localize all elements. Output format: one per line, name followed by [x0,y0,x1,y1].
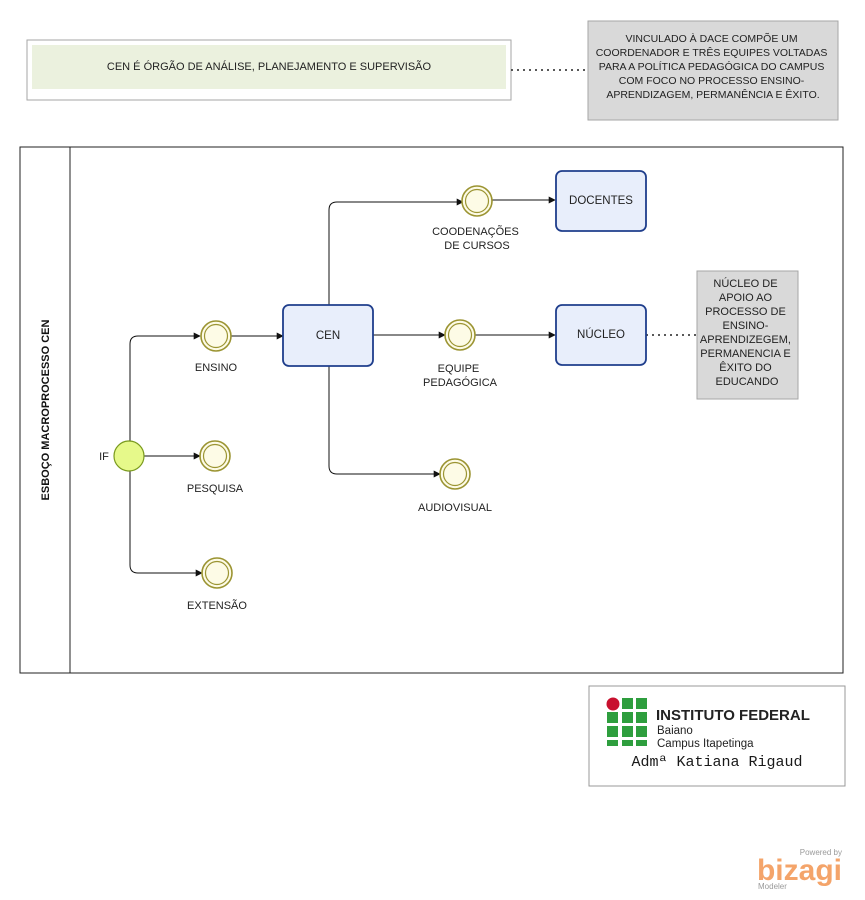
event-label-line: PESQUISA [187,483,244,495]
annotation-top-line: VINCULADO À DACE COMPÕE UM [625,32,797,45]
header-note-text: CEN É ÓRGÃO DE ANÁLISE, PLANEJAMENTO E S… [107,60,432,73]
annotation-top-line: APRENDIZAGEM, PERMANÊNCIA E ÊXITO. [606,88,819,101]
annotation-nucleo-line: PROCESSO DE [705,306,786,318]
logo-square [636,726,647,737]
task-nucleo-label: NÚCLEO [577,328,625,341]
event-inner-ring [203,323,229,349]
flow-if-ensino[interactable] [129,332,201,441]
flow-cen-coordenacoes[interactable] [328,198,464,305]
event-inner-ring [447,322,473,348]
event-label-line: COODENAÇÕES [432,225,519,238]
flow-cen-audiovisual[interactable] [328,366,441,478]
event-audiovisual[interactable]: AUDIOVISUAL [418,458,492,514]
annotation-nucleo[interactable]: NÚCLEO DE APOIO AO PROCESSO DE ENSINO- A… [696,270,799,400]
event-outer-ring [461,185,493,217]
logo-square [622,698,633,709]
event-coordenacoes[interactable]: COODENAÇÕES DE CURSOS [432,185,522,252]
event-pesquisa-label: PESQUISA [187,483,244,495]
logo-red-dot [606,697,620,711]
task-docentes-box [555,170,647,232]
logo-squares [607,698,647,746]
event-extensao[interactable]: EXTENSÃO [187,557,247,612]
annotation-top-line: COORDENADOR E TRÊS EQUIPES VOLTADAS [596,46,828,59]
watermark-product: Modeler [758,882,787,891]
event-equipe-pedagogica[interactable]: EQUIPE PEDAGÓGICA [423,319,498,389]
watermark-brand: bizagi [757,854,842,887]
event-label-line: ENSINO [195,362,238,374]
event-label-line: EQUIPE [438,363,480,375]
task-nucleo-box [555,304,647,366]
logo-square [607,726,618,737]
event-outer-ring [439,458,471,490]
flow-if-extensao[interactable] [129,471,203,577]
start-event-label: IF [99,451,109,463]
annotation-top-text: VINCULADO À DACE COMPÕE UM COORDENADOR E… [596,32,831,101]
event-outer-ring [200,320,232,352]
annotation-top[interactable]: VINCULADO À DACE COMPÕE UM COORDENADOR E… [587,20,839,121]
logo-square [622,726,633,737]
logo-line-2: Campus Itapetinga [657,738,754,750]
event-outer-ring [199,440,231,472]
annotation-nucleo-line: EDUCANDO [716,376,779,388]
event-label-line: PEDAGÓGICA [423,376,498,389]
annotation-top-line: COM FOCO NO PROCESSO ENSINO- [619,75,805,87]
event-label-line: AUDIOVISUAL [418,502,492,514]
annotation-nucleo-line: ENSINO- [723,320,769,332]
task-cen-box [282,304,374,367]
logo-square [607,712,618,723]
annotation-top-box [587,20,839,121]
annotation-nucleo-line: ÊXITO DO [719,361,772,374]
logo-square [636,698,647,709]
event-ensino-label: ENSINO [195,362,238,374]
event-audiovisual-label: AUDIOVISUAL [418,502,492,514]
annotation-nucleo-line: APOIO AO [719,292,773,304]
logo-square [636,712,647,723]
logo-line-1: Baiano [657,725,693,737]
pool-label: ESBOÇO MACROPROCESSO CEN [40,319,52,500]
logo-title: INSTITUTO FEDERAL [656,707,810,724]
start-event-circle [113,440,145,472]
pool[interactable]: ESBOÇO MACROPROCESSO CEN [19,146,844,674]
annotation-nucleo-line: NÚCLEO DE [713,277,777,290]
watermark-powered: Powered by [800,848,842,857]
pool-frame [19,146,844,674]
header-note[interactable]: CEN É ÓRGÃO DE ANÁLISE, PLANEJAMENTO E S… [26,39,512,101]
logo-square [622,740,633,746]
event-ensino[interactable]: ENSINO [195,320,238,374]
event-label-line: DE CURSOS [444,240,509,252]
annotation-nucleo-box [696,270,799,400]
logo-signature: Admª Katiana Rigaud [631,754,802,771]
bizagi-watermark: Powered by bizagi Modeler [757,848,842,891]
event-coordenacoes-label: COODENAÇÕES DE CURSOS [432,225,522,252]
task-docentes[interactable]: DOCENTES [555,170,647,232]
annotation-top-line: PARA A POLÍTICA PEDAGÓGICA DO CAMPUS [599,60,825,73]
event-inner-ring [442,461,468,487]
task-cen-label: CEN [316,330,340,342]
event-pesquisa[interactable]: PESQUISA [187,440,244,495]
sequence-flows [129,196,556,577]
institute-logo: INSTITUTO FEDERAL Baiano Campus Itapetin… [588,685,846,787]
task-docentes-label: DOCENTES [569,195,633,207]
annotation-nucleo-line: APRENDIZEGEM, [700,334,791,346]
event-outer-ring [201,557,233,589]
logo-square [607,740,618,746]
annotation-nucleo-text: NÚCLEO DE APOIO AO PROCESSO DE ENSINO- A… [700,277,794,388]
event-label-line: EXTENSÃO [187,599,247,612]
annotation-nucleo-line: PERMANENCIA E [700,348,790,360]
logo-square [636,740,647,746]
event-equipe-label: EQUIPE PEDAGÓGICA [423,363,498,389]
start-event-if[interactable]: IF [99,440,145,472]
event-inner-ring [464,188,490,214]
task-nucleo[interactable]: NÚCLEO [555,304,647,366]
task-cen[interactable]: CEN [282,304,374,367]
event-inner-ring [202,443,228,469]
logo-square [622,712,633,723]
event-outer-ring [444,319,476,351]
event-extensao-label: EXTENSÃO [187,599,247,612]
header-note-fill [32,45,506,89]
event-inner-ring [204,560,230,586]
